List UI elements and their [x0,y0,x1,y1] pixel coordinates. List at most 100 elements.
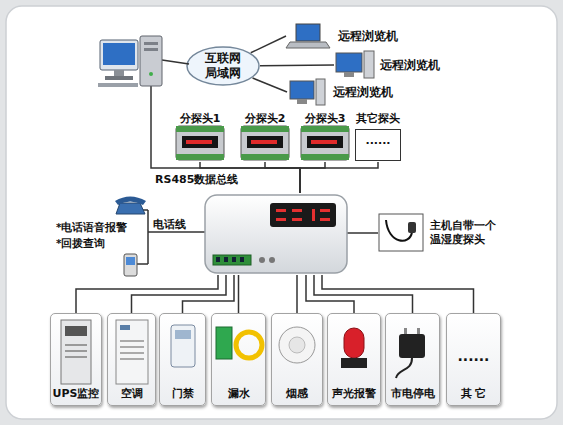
device-box: 漏水 [211,313,266,406]
leak-sensor [216,327,262,359]
desktop-screen [290,81,314,99]
temp-probe [379,214,423,251]
desk-phone [115,197,146,215]
grille [120,358,144,360]
monitor-screen [103,43,135,65]
cord [396,358,412,378]
display-digits [251,140,277,144]
note-label: 电话线 [153,217,186,232]
remote-browser: 远程浏览机 [286,22,416,50]
desktop-tower [316,79,325,105]
ac-display [120,325,130,330]
sensor-rope [236,332,262,358]
laptop-icon [286,24,330,48]
grille [120,346,144,348]
detector-center [289,337,305,353]
segment [320,209,330,212]
display-digits [186,140,212,144]
browser-label: 远程浏览机 [333,84,393,101]
pc-tower [140,36,162,86]
device-label: 市电停电 [391,386,435,401]
terminal-strip [176,154,224,160]
device-label: 门禁 [172,386,194,401]
drive-slot [144,42,158,45]
mobile-phone [124,254,137,276]
vent [65,344,87,346]
keyboard [98,83,138,87]
desktop-icon [336,51,374,78]
segment [276,209,286,212]
device-box: 声光报警 [327,313,381,406]
device-label: 空调 [121,386,143,401]
terminal-strip [301,154,349,160]
smoke-detector [279,327,315,363]
monitor-frame [100,40,138,70]
monitor-base [105,76,133,80]
device-box: UPS监控 [50,313,102,406]
probe-body [301,126,349,160]
cloud-ellipse [187,47,259,85]
probe-device [301,126,349,160]
port [259,257,265,263]
access-reader [171,325,195,367]
prong [417,328,420,334]
device-box: 市电停电 [385,313,440,406]
connector-line [260,64,334,66]
phone-handset [115,197,146,206]
connector-line [251,36,286,53]
display-digits [311,140,337,144]
connector-line [200,162,300,193]
bus-label: RS485数据总线 [155,172,238,187]
beacon-base [341,358,367,368]
beacon-dome [344,328,364,358]
desktop-stand [297,99,307,104]
panel [65,326,87,336]
phone-wire [137,210,205,264]
segment [312,209,315,221]
probe-label: 其它探头 [356,111,400,126]
terminal-strip [241,126,289,132]
desktop-icon [290,79,325,105]
probe-label: 分探头1 [180,111,221,126]
ups-cabinet [61,320,91,384]
terminal-screw [224,257,228,262]
segment [292,218,302,221]
terminal-strip [241,154,289,160]
laptop-base [286,42,330,48]
reader-body [171,325,195,367]
remote-browser: 远程浏览机 [287,78,412,106]
probe-body [176,126,224,160]
probe-callout: 主机自带一个 温湿度探头 [378,212,516,254]
sub-probe: 分探头2 [237,111,293,162]
device-label: 漏水 [228,386,250,401]
segment [292,209,302,212]
host-device [205,195,347,273]
drive-slot [144,48,158,51]
desktop-tower [364,51,374,78]
probe-label: 分探头2 [245,111,286,126]
host-display [270,203,336,227]
vent [65,350,87,352]
bus-wire [151,86,300,168]
device-label: 声光报警 [332,386,376,401]
probe-body [241,126,289,160]
cabinet [116,320,148,384]
connector-line [347,232,378,234]
sub-probe: 分探头1 [172,111,228,162]
reader-screen [175,330,191,339]
device-box: 空调 [107,313,156,406]
desktop-stand [344,72,354,77]
note-label: *回拨查询 [56,237,106,251]
probe-label: ...... [355,129,401,161]
probe-device [176,126,224,160]
device-box: ......其 它 [446,313,501,406]
callout-text: 主机自带一个 温湿度探头 [430,219,500,247]
other-probe: 其它探头...... [355,111,401,162]
probe-frame [379,214,423,251]
server-pc [98,36,162,87]
remote-browser: 远程浏览机 [334,50,459,80]
terminal-strip [176,126,224,132]
note-label: *电话语音报警 [56,221,128,235]
